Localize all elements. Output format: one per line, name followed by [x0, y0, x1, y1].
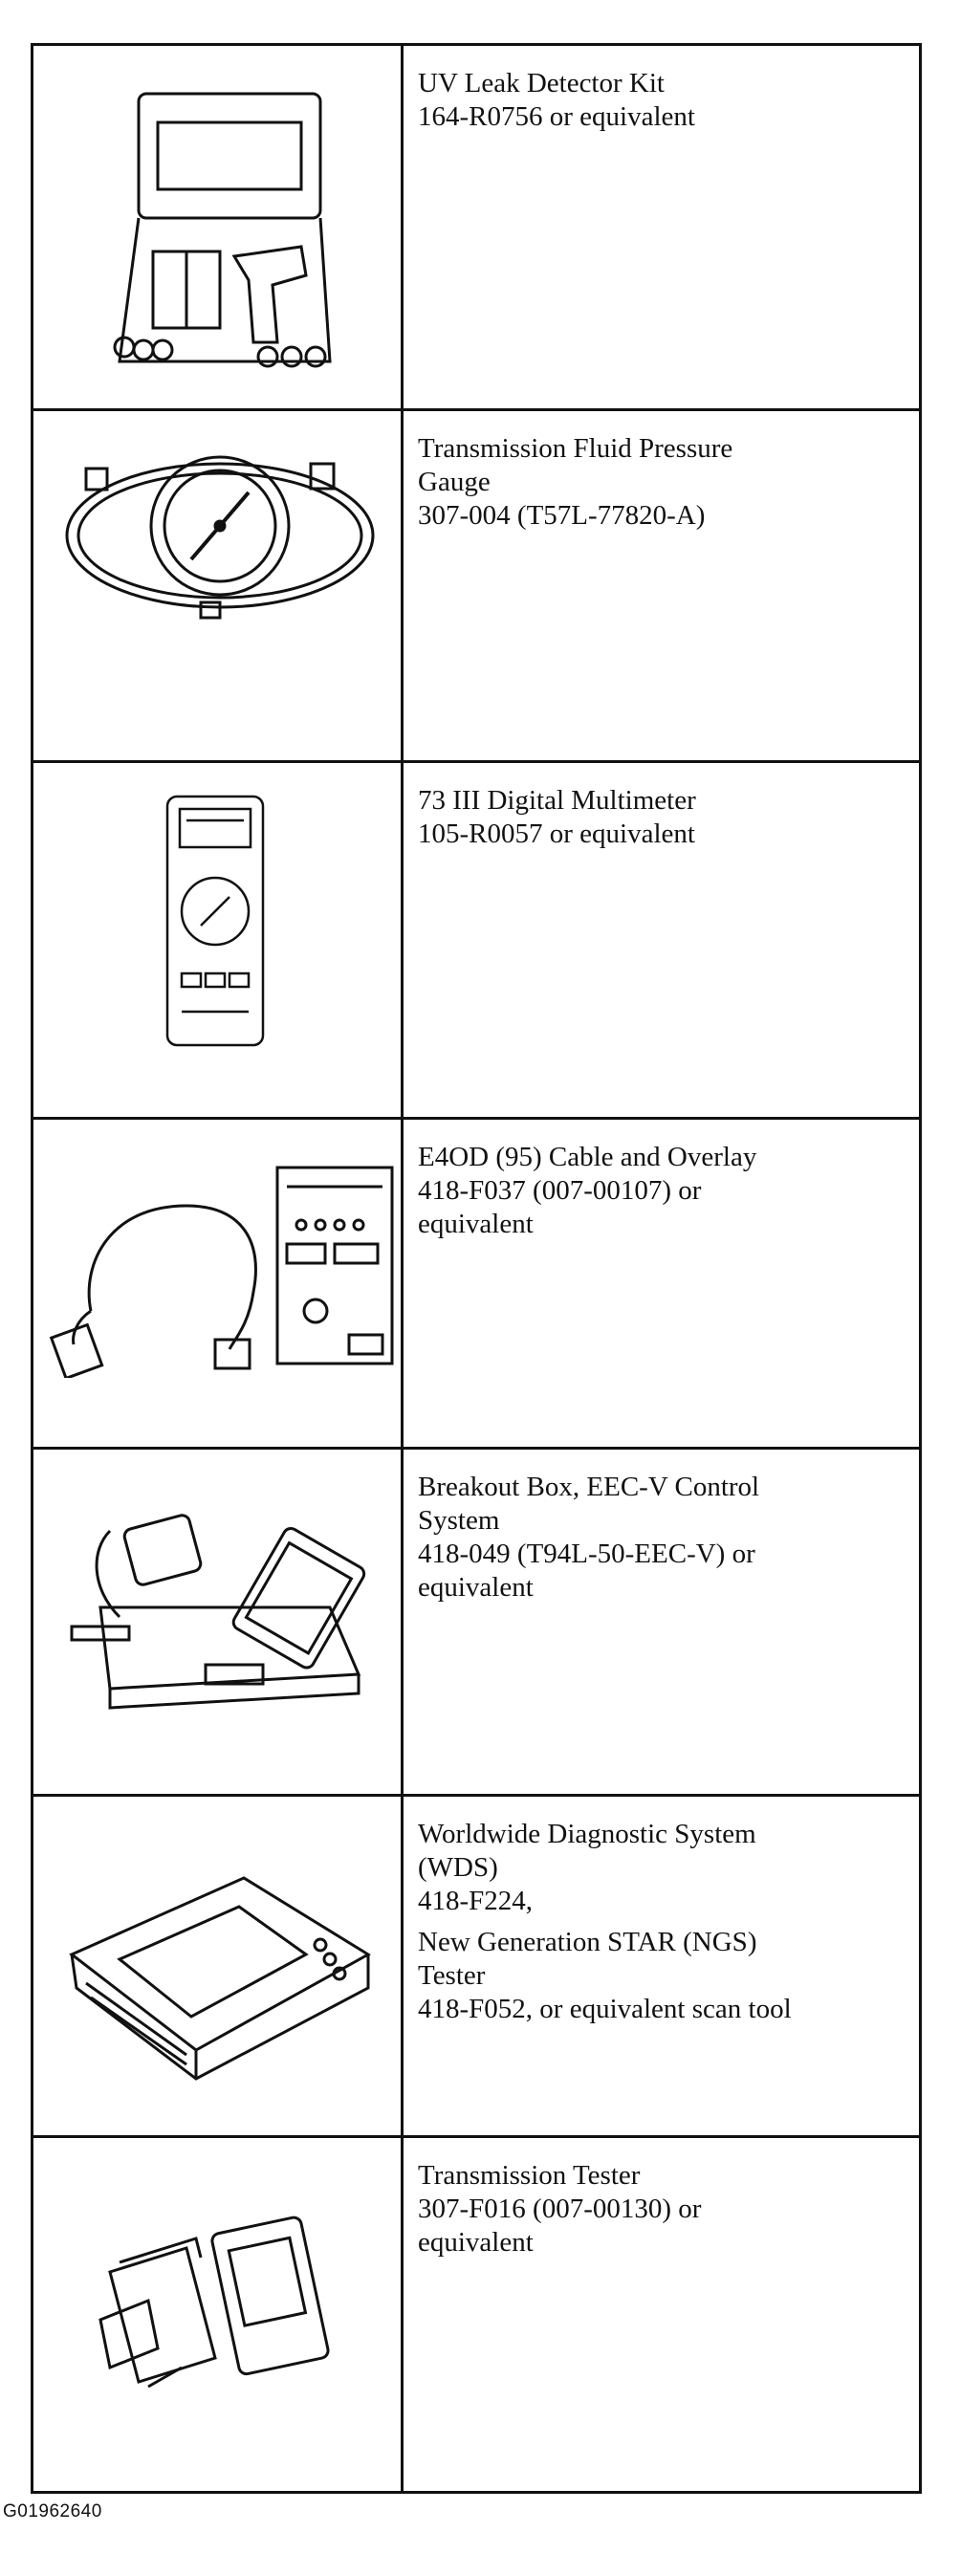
transmission-tester-icon: [98, 2216, 330, 2389]
tool-name: E4OD (95) Cable and Overlay: [418, 1142, 757, 1172]
tool-row-scan-tool: Worldwide Diagnostic System (WDS) 418-F2…: [31, 1797, 922, 2138]
column-divider: [401, 1120, 404, 1447]
tool-row-pressure-gauge: Transmission Fluid Pressure Gauge 307-00…: [31, 411, 922, 763]
tool-image-cell: [33, 46, 401, 408]
tool-part-number: 105-R0057 or equivalent: [418, 819, 695, 849]
tool-part-number: 418-049 (T94L-50-EEC-V) or: [418, 1539, 755, 1569]
tool-row-uv-leak-detector: UV Leak Detector Kit 164-R0756 or equiva…: [31, 43, 922, 411]
cable-and-overlay-icon: [49, 1166, 394, 1378]
tool-part-number-alt: 418-F052, or equivalent scan tool: [418, 1994, 792, 2024]
tool-part-number: 307-004 (T57L-77820-A): [418, 500, 706, 531]
tool-part-number: 307-F016 (007-00130) or: [418, 2194, 702, 2224]
tool-name: Worldwide Diagnostic System: [418, 1819, 756, 1849]
digital-multimeter-icon: [165, 795, 265, 1047]
tool-image-cell: [33, 1797, 401, 2135]
tool-name: 73 III Digital Multimeter: [418, 785, 696, 816]
column-divider: [401, 46, 404, 408]
tool-image-cell: [33, 763, 401, 1117]
tool-description: Worldwide Diagnostic System (WDS) 418-F2…: [418, 1818, 907, 2026]
tool-name: Transmission Fluid Pressure: [418, 433, 733, 464]
column-divider: [401, 1450, 404, 1794]
tool-equivalent: equivalent: [418, 2227, 534, 2258]
tool-row-transmission-tester: Transmission Tester 307-F016 (007-00130)…: [31, 2138, 922, 2494]
pressure-gauge-icon: [65, 455, 375, 620]
tool-name-alt-cont: Tester: [418, 1960, 486, 1991]
tool-row-breakout-box: Breakout Box, EEC-V Control System 418-0…: [31, 1450, 922, 1797]
tool-image-cell: [33, 1120, 401, 1447]
tool-part-number: 418-F037 (007-00107) or: [418, 1175, 702, 1206]
tool-name-alt: New Generation STAR (NGS): [418, 1927, 757, 1957]
column-divider: [401, 1797, 404, 2135]
tool-description: UV Leak Detector Kit 164-R0756 or equiva…: [418, 67, 907, 134]
tool-name: Breakout Box, EEC-V Control: [418, 1472, 760, 1502]
tool-part-number: 418-F224,: [418, 1886, 534, 1916]
breakout-box-icon: [70, 1514, 366, 1710]
tool-image-cell: [33, 2138, 401, 2491]
tool-name-cont: System: [418, 1505, 500, 1536]
tool-description: E4OD (95) Cable and Overlay 418-F037 (00…: [418, 1141, 907, 1241]
tool-row-cable-overlay: E4OD (95) Cable and Overlay 418-F037 (00…: [31, 1120, 922, 1450]
tool-row-digital-multimeter: 73 III Digital Multimeter 105-R0057 or e…: [31, 763, 922, 1120]
scan-tool-icon: [69, 1876, 371, 2081]
tool-name-abbrev: (WDS): [418, 1852, 498, 1883]
tool-name: Transmission Tester: [418, 2160, 641, 2191]
tool-image-cell: [33, 1450, 401, 1794]
tool-name: UV Leak Detector Kit: [418, 68, 665, 98]
tool-equivalent: equivalent: [418, 1572, 534, 1603]
tool-equivalent: equivalent: [418, 1209, 534, 1239]
figure-id: G01962640: [3, 2501, 102, 2521]
tool-description: Transmission Fluid Pressure Gauge 307-00…: [418, 432, 907, 533]
tool-image-cell: [33, 411, 401, 760]
uv-leak-detector-kit-icon: [113, 92, 332, 368]
tool-name-cont: Gauge: [418, 467, 491, 497]
column-divider: [401, 2138, 404, 2491]
column-divider: [401, 763, 404, 1117]
tool-description: Breakout Box, EEC-V Control System 418-0…: [418, 1471, 907, 1605]
tool-description: 73 III Digital Multimeter 105-R0057 or e…: [418, 784, 907, 851]
tool-part-number: 164-R0756 or equivalent: [418, 101, 695, 132]
tool-description: Transmission Tester 307-F016 (007-00130)…: [418, 2159, 907, 2259]
column-divider: [401, 411, 404, 760]
special-tools-table: UV Leak Detector Kit 164-R0756 or equiva…: [31, 43, 922, 2494]
